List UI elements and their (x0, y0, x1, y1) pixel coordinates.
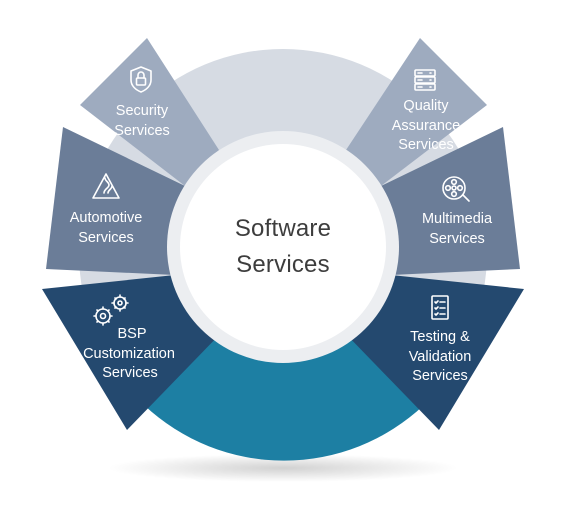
segment-security[interactable] (80, 38, 219, 186)
center-title-line1: Software (235, 215, 331, 242)
segment-automotive[interactable] (46, 127, 185, 275)
gears-icon (93, 294, 129, 326)
security-label-line1: Security (116, 103, 169, 119)
segment-quality[interactable] (346, 38, 487, 186)
center-title-line2: Services (236, 251, 330, 278)
bsp-label-line1: BSP (117, 326, 146, 342)
quality-label-line3: Services (398, 137, 454, 153)
multimedia-label-line2: Services (429, 231, 485, 247)
quality-label-line2: Assurance (392, 118, 461, 134)
security-label-line2: Services (114, 123, 170, 139)
automotive-label-line1: Automotive (70, 210, 143, 226)
checklist-icon (431, 295, 449, 320)
bsp-label-line2: Customization (83, 346, 175, 362)
ring-shadow (108, 454, 458, 482)
film-reel-icon (442, 176, 470, 202)
bsp-label-line3: Services (102, 365, 158, 381)
hub (180, 144, 386, 350)
segment-multimedia[interactable] (381, 127, 520, 275)
lock-shield-icon (130, 66, 152, 93)
testing-label-line2: Validation (409, 349, 472, 365)
testing-label-line3: Services (412, 368, 468, 384)
automotive-label-line2: Services (78, 230, 134, 246)
testing-label-line1: Testing & (410, 329, 470, 345)
segment-testing[interactable] (343, 275, 524, 430)
quality-label-line1: Quality (403, 98, 449, 114)
multimedia-label-line1: Multimedia (422, 211, 493, 227)
server-icon (414, 69, 436, 91)
segment-bsp[interactable] (42, 275, 223, 430)
road-sign-icon (92, 173, 120, 199)
